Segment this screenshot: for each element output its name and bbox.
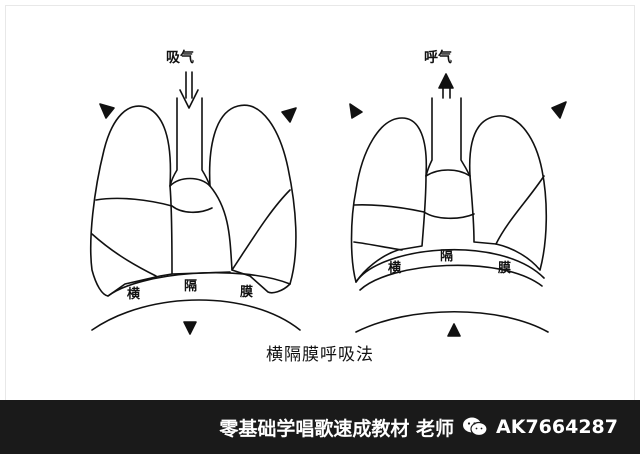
left-arrowhead-bottom — [183, 321, 197, 335]
wechat-icon — [463, 417, 488, 437]
left-diaphragm — [107, 271, 291, 297]
left-diaphragm-char-1: 横 — [127, 286, 141, 302]
left-arrowhead-topright — [281, 107, 297, 123]
diaphragm-breathing-diagram: 吸气 呼气 横 隔 膜 横 隔 膜 — [89, 49, 567, 337]
right-diaphragm-char-1: 横 — [388, 260, 402, 276]
banner-id: AK7664287 — [496, 416, 618, 438]
left-lower-arc — [91, 299, 301, 331]
left-arrowhead-topleft — [99, 103, 115, 119]
right-airflow-arrowhead-up — [438, 73, 454, 89]
banner-content: 零基础学唱歌速成教材 老师 AK7664287 — [219, 414, 640, 441]
left-inhale-panel — [89, 71, 301, 331]
watermark-banner: 零基础学唱歌速成教材 老师 AK7664287 — [0, 400, 640, 454]
left-lung-left — [89, 105, 173, 297]
right-arrowhead-topright — [551, 101, 567, 119]
right-diaphragm-char-3: 膜 — [498, 260, 511, 276]
right-lung-right — [468, 115, 548, 271]
right-diaphragm — [355, 248, 545, 283]
left-diaphragm-char-2: 隔 — [184, 278, 197, 294]
right-diaphragm-char-2: 隔 — [440, 248, 453, 264]
right-lung-left — [350, 117, 428, 283]
right-arrowhead-topleft — [349, 103, 363, 119]
right-arrowhead-bottom — [447, 323, 461, 337]
left-lung-right — [208, 104, 297, 294]
right-lower-arc — [355, 311, 549, 333]
left-airflow-label: 吸气 — [166, 49, 194, 66]
left-diaphragm-char-3: 膜 — [240, 284, 253, 300]
right-airflow-label: 呼气 — [424, 49, 452, 66]
right-exhale-panel — [350, 81, 549, 333]
diagram-caption: 横隔膜呼吸法 — [266, 345, 374, 365]
image-frame — [6, 6, 634, 448]
banner-text: 零基础学唱歌速成教材 老师 — [219, 417, 455, 440]
